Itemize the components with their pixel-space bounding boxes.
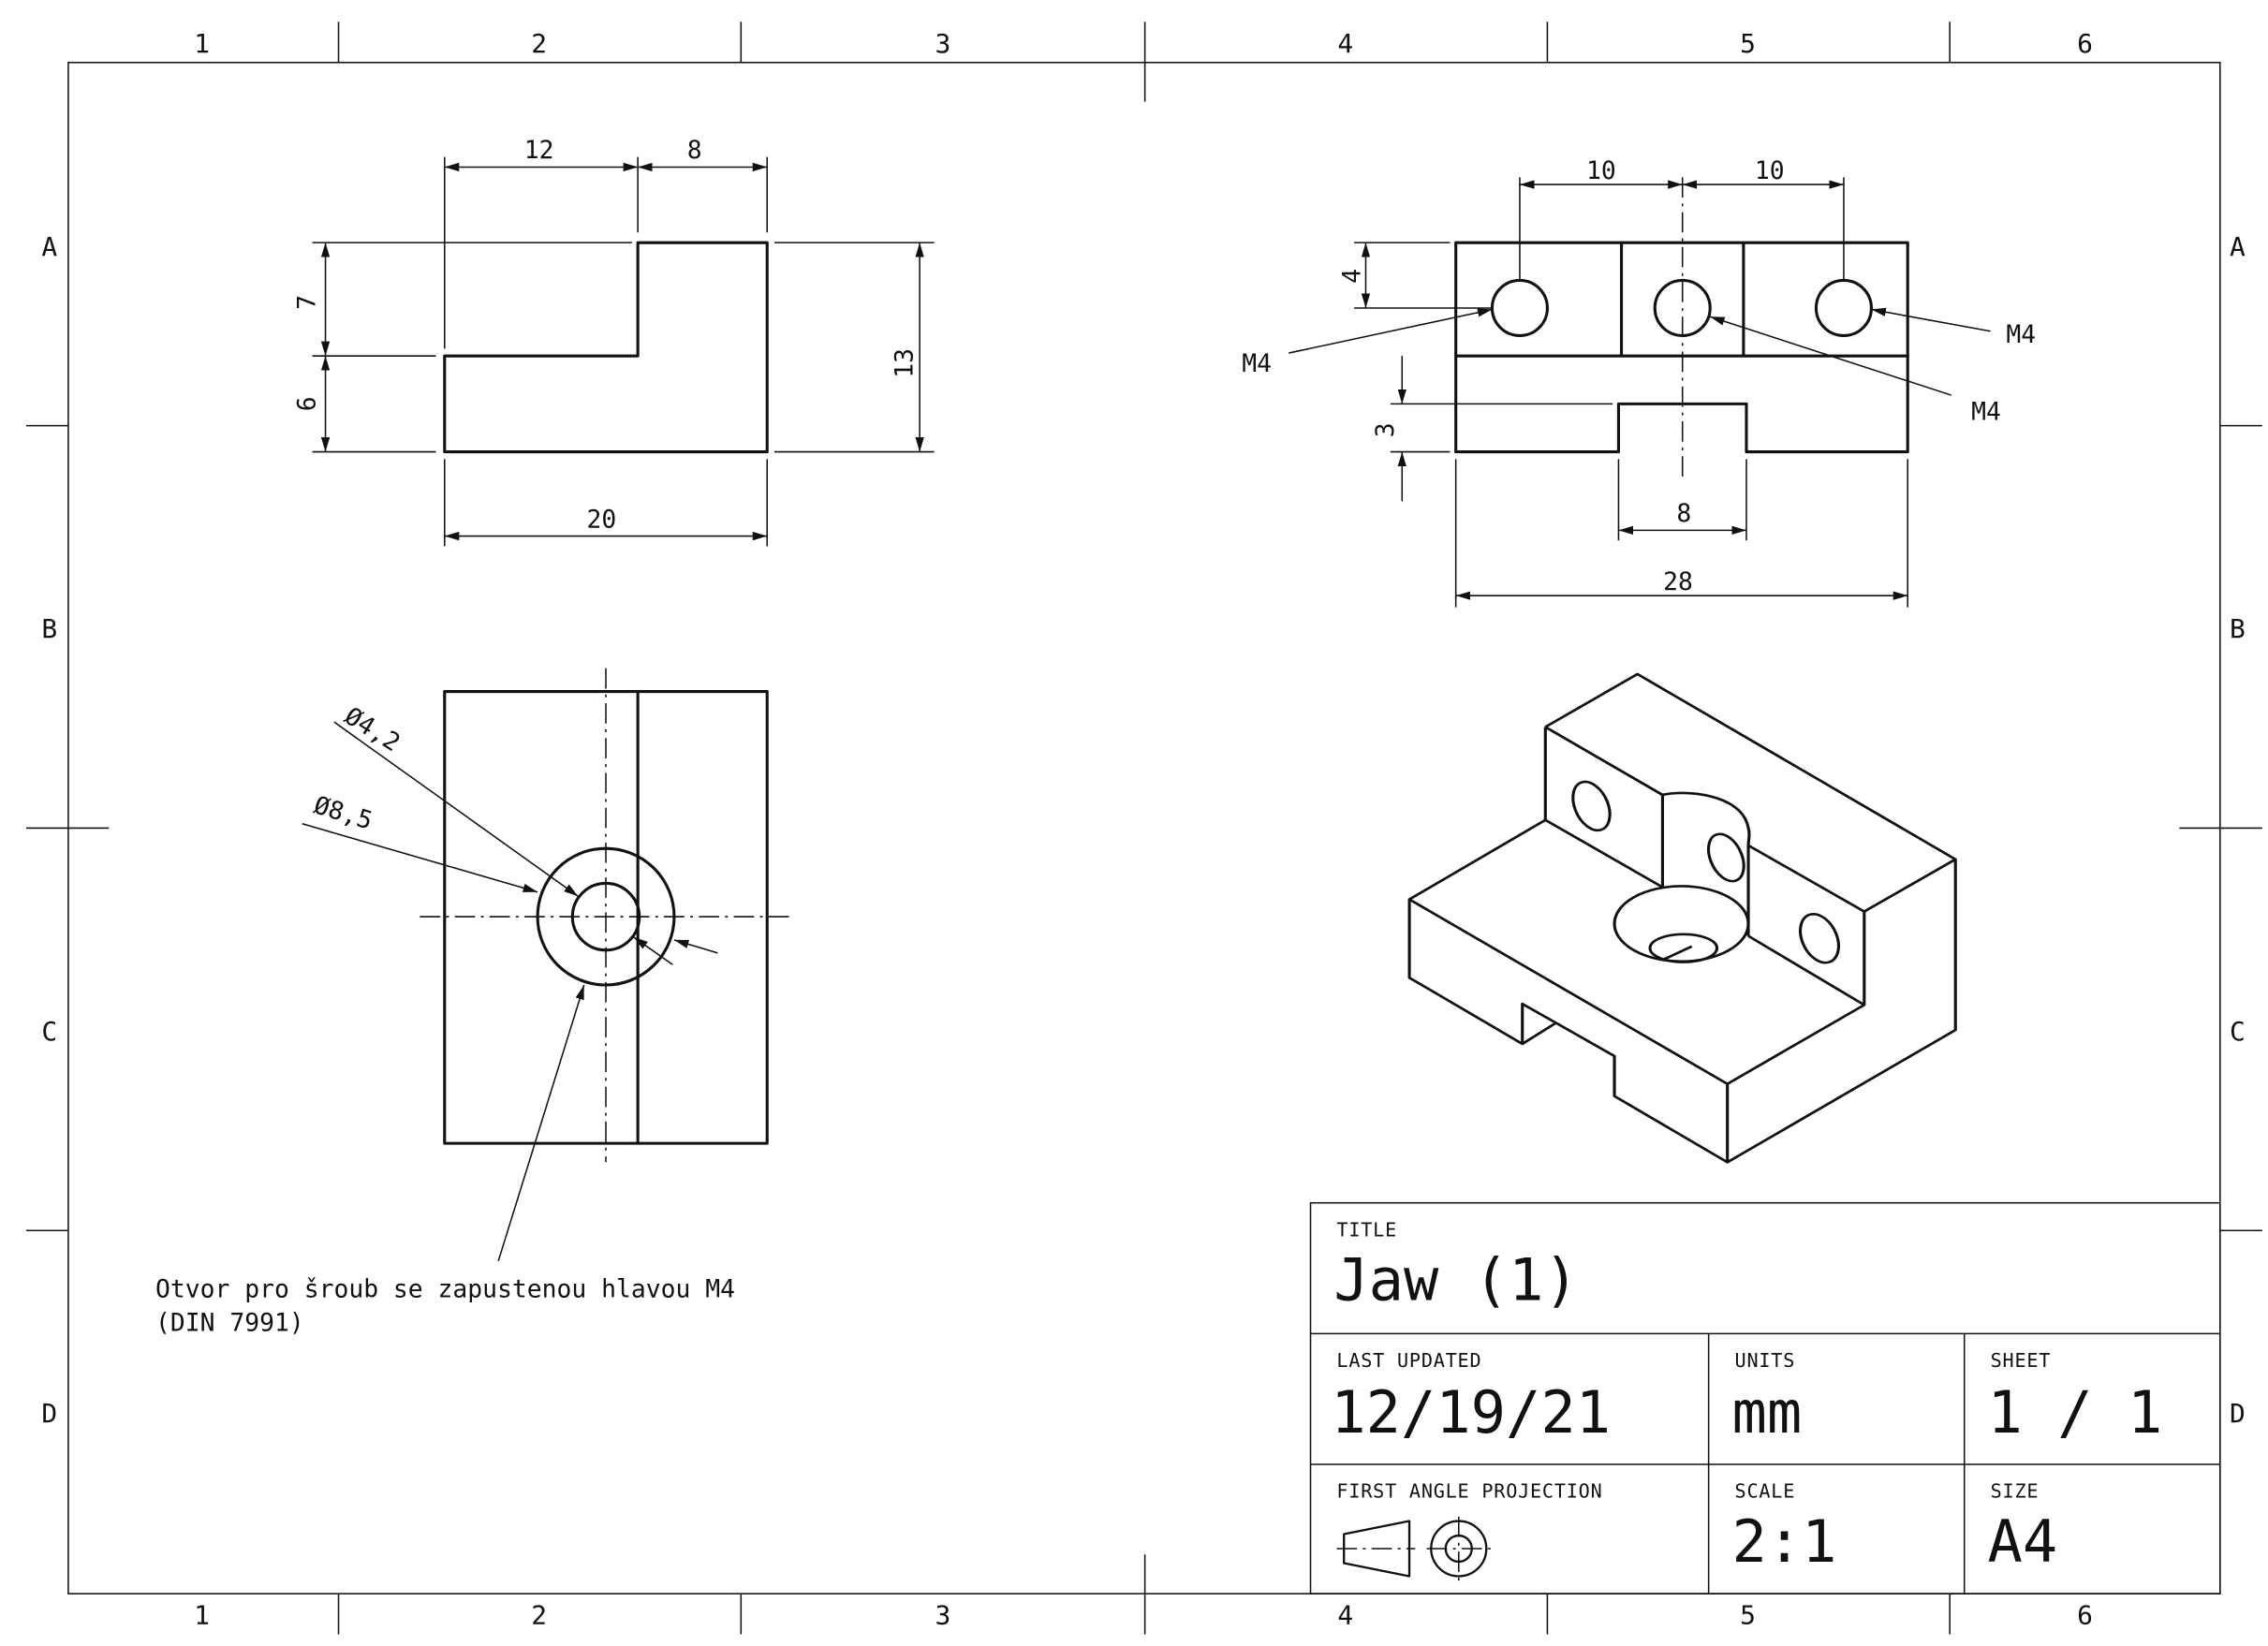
zone-row-d-right: D bbox=[2230, 1398, 2246, 1429]
zone-col-4-bottom: 4 bbox=[1337, 1600, 1353, 1631]
zone-labels: 1 2 3 4 5 6 1 2 3 4 5 6 A B C D A B C D bbox=[41, 28, 2246, 1631]
units-label: UNITS bbox=[1735, 1349, 1796, 1372]
zone-col-1: 1 bbox=[194, 28, 210, 59]
zone-col-3: 3 bbox=[935, 28, 951, 59]
zone-row-b: B bbox=[41, 613, 57, 644]
title-block: TITLE Jaw (1) LAST UPDATED 12/19/21 UNIT… bbox=[1309, 1201, 2221, 1595]
dim-10-left: 10 bbox=[1586, 157, 1616, 185]
zone-col-6: 6 bbox=[2077, 28, 2093, 59]
scale-value: 2:1 bbox=[1731, 1507, 1836, 1576]
zone-col-1-bottom: 1 bbox=[194, 1600, 210, 1631]
zone-col-3-bottom: 3 bbox=[935, 1600, 951, 1631]
units-value: mm bbox=[1731, 1378, 1802, 1447]
title-label: TITLE bbox=[1336, 1218, 1397, 1241]
last-updated-value: 12/19/21 bbox=[1331, 1378, 1611, 1447]
note-line-1: Otvor pro šroub se zapustenou hlavou M4 bbox=[155, 1276, 735, 1304]
side-view: 10 10 4 3 8 28 M4 M4 M4 bbox=[1242, 157, 2036, 608]
dim-28: 28 bbox=[1663, 568, 1693, 596]
first-angle-projection-icon bbox=[1336, 1516, 1491, 1582]
drawing-title: Jaw (1) bbox=[1333, 1246, 1579, 1315]
callout-m4-right: M4 bbox=[2006, 321, 2036, 349]
dim-10-right: 10 bbox=[1755, 157, 1785, 185]
sheet-value: 1 / 1 bbox=[1988, 1378, 2163, 1447]
sheet-label: SHEET bbox=[1991, 1349, 2052, 1372]
zone-col-2: 2 bbox=[531, 28, 547, 59]
dim-6: 6 bbox=[294, 396, 322, 411]
dim-8-slot: 8 bbox=[1676, 500, 1691, 528]
callout-m4-left: M4 bbox=[1242, 350, 1272, 378]
dim-13: 13 bbox=[891, 348, 919, 378]
note-line-2: (DIN 7991) bbox=[155, 1309, 304, 1337]
zone-row-d: D bbox=[41, 1398, 57, 1429]
front-view: 12 8 7 6 13 20 bbox=[294, 137, 935, 547]
last-updated-label: LAST UPDATED bbox=[1336, 1349, 1481, 1372]
dim-12: 12 bbox=[524, 137, 554, 165]
dim-20: 20 bbox=[586, 506, 616, 534]
size-label: SIZE bbox=[1991, 1480, 2040, 1503]
zone-row-c-right: C bbox=[2230, 1016, 2246, 1047]
zone-col-4: 4 bbox=[1337, 28, 1353, 59]
scale-label: SCALE bbox=[1735, 1480, 1796, 1503]
zone-col-5: 5 bbox=[1740, 28, 1756, 59]
dim-3: 3 bbox=[1372, 422, 1400, 437]
zone-col-6-bottom: 6 bbox=[2077, 1600, 2093, 1631]
callout-m4-center: M4 bbox=[1971, 398, 2001, 426]
zone-col-2-bottom: 2 bbox=[531, 1600, 547, 1631]
dim-8: 8 bbox=[687, 137, 702, 165]
zone-row-b-right: B bbox=[2230, 613, 2246, 644]
zone-col-5-bottom: 5 bbox=[1740, 1600, 1756, 1631]
zone-row-c: C bbox=[41, 1016, 57, 1047]
projection-label: FIRST ANGLE PROJECTION bbox=[1336, 1480, 1602, 1503]
top-view: Ø4,2 Ø8,5 Otvor pro šroub se zapustenou … bbox=[155, 668, 792, 1337]
isometric-view bbox=[1407, 672, 1957, 1164]
sheet-frame bbox=[25, 22, 2262, 1635]
dim-4: 4 bbox=[1338, 269, 1366, 284]
size-value: A4 bbox=[1988, 1507, 2058, 1576]
zone-row-a: A bbox=[41, 231, 57, 262]
zone-row-a-right: A bbox=[2230, 231, 2246, 262]
dim-7: 7 bbox=[294, 295, 322, 310]
